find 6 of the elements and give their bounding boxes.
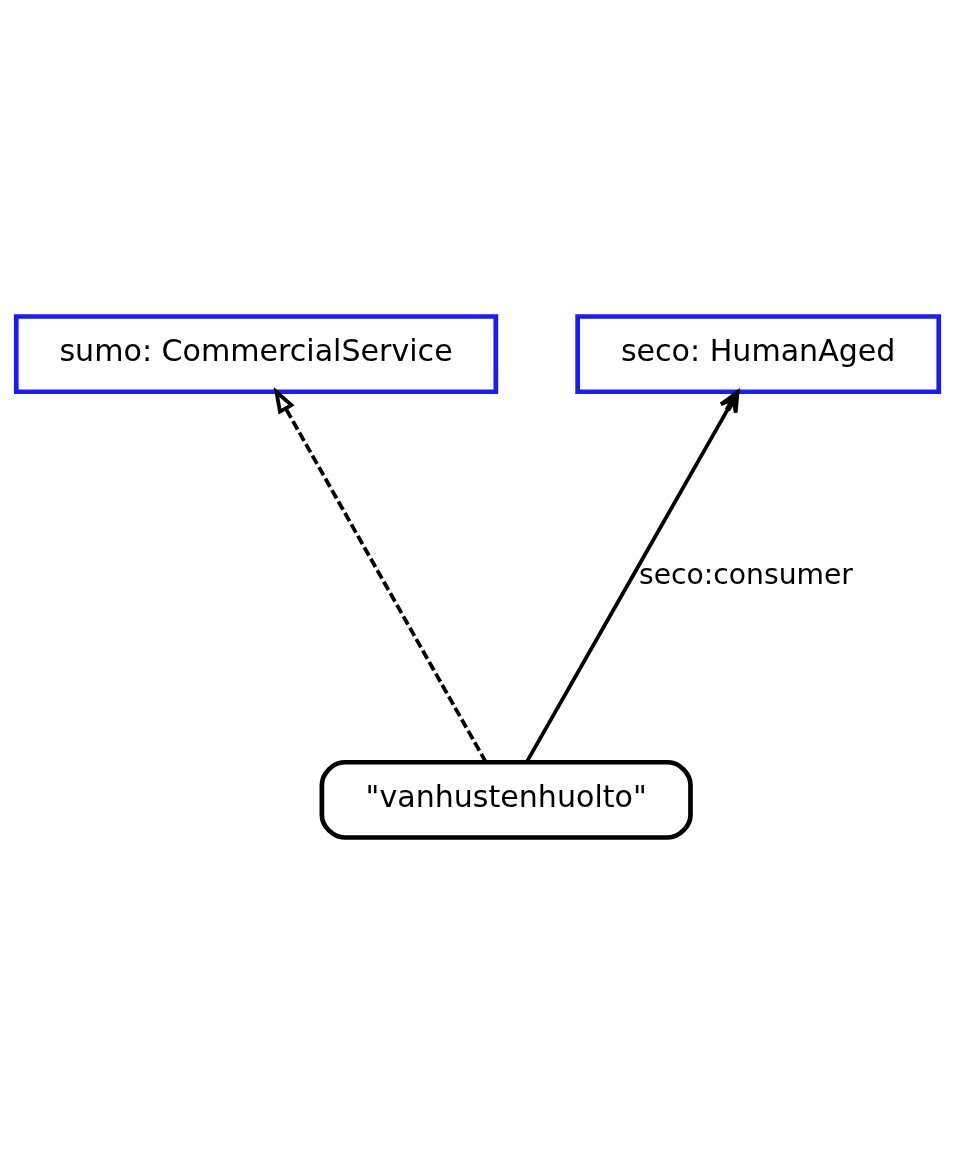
- arrow: [273, 387, 488, 763]
- node-box: sumo: CommercialService: [13, 314, 499, 395]
- node-box: "vanhustenhuolto": [319, 759, 693, 840]
- node-box: seco: HumanAged: [575, 314, 942, 395]
- arrow: [525, 390, 740, 763]
- edge-label: seco:consumer: [639, 557, 853, 591]
